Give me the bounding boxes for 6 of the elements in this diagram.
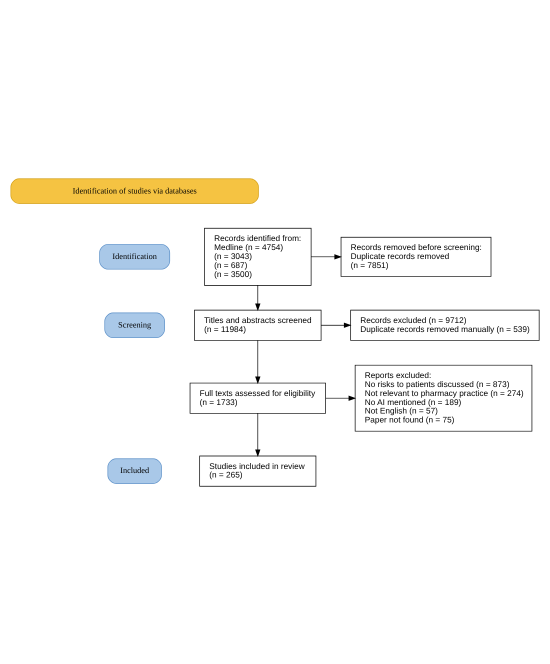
arrow <box>255 340 260 384</box>
arrow <box>325 395 356 400</box>
arrow <box>255 284 260 311</box>
arrow <box>255 412 260 457</box>
arrow <box>320 322 352 328</box>
arrow <box>310 254 342 259</box>
